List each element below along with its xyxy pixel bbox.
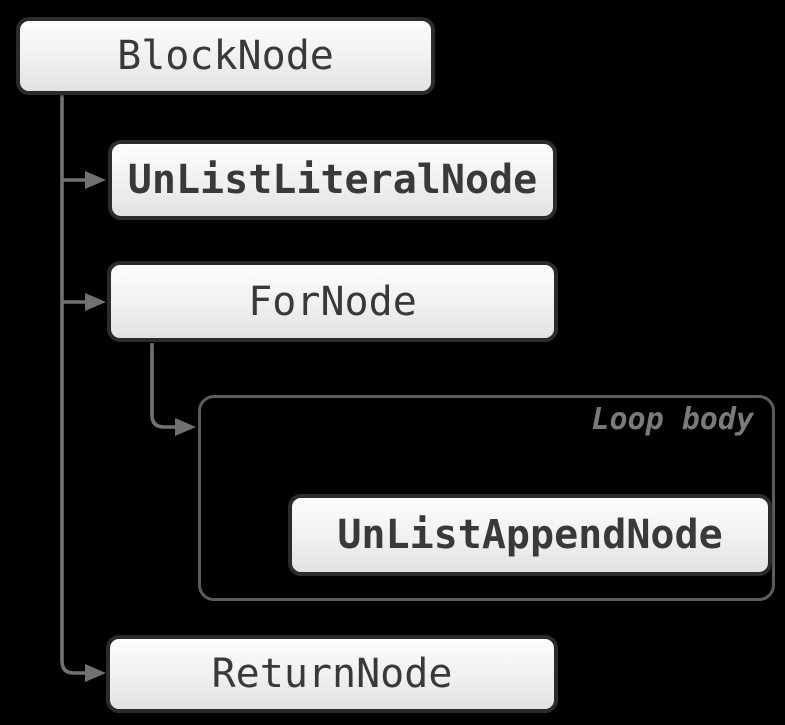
- node-blocknode: BlockNode: [16, 17, 435, 95]
- node-unlistliteralnode-label: UnListLiteralNode: [127, 157, 538, 203]
- node-blocknode-label: BlockNode: [117, 33, 334, 79]
- node-fornode: ForNode: [107, 261, 558, 342]
- arrowhead-to-returnnode: [85, 664, 106, 682]
- node-fornode-label: ForNode: [248, 278, 417, 325]
- node-returnnode: ReturnNode: [106, 635, 558, 713]
- node-unlistappendnode-label: UnListAppendNode: [337, 512, 723, 558]
- cluster-loop-body: Loop body: [198, 395, 775, 601]
- arrowhead-to-loopbody: [175, 418, 196, 436]
- edge-trunk-blocknode: [60, 95, 85, 675]
- node-unlistliteralnode: UnListLiteralNode: [108, 140, 557, 220]
- arrowhead-to-unlistliteral: [85, 171, 106, 189]
- node-returnnode-label: ReturnNode: [211, 651, 453, 697]
- edge-fornode-to-loopbody: [150, 343, 175, 429]
- node-unlistappendnode: UnListAppendNode: [288, 494, 772, 576]
- arrowhead-to-fornode: [85, 293, 106, 311]
- cluster-loop-body-label: Loop body: [591, 402, 754, 437]
